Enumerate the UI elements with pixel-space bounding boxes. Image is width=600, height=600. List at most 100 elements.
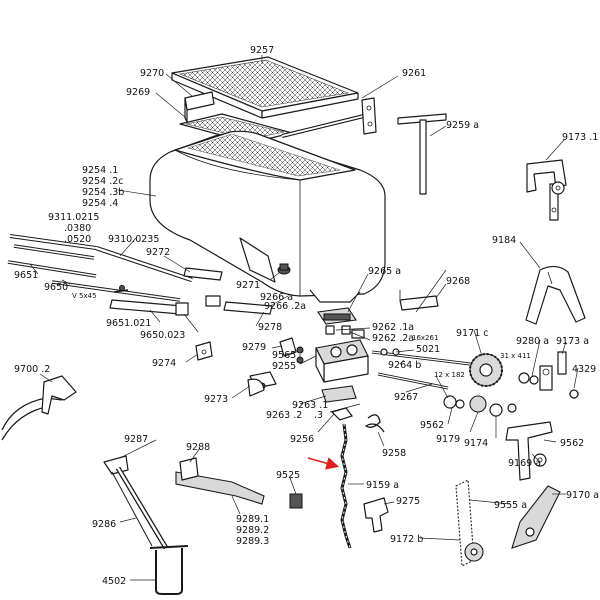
label-9254-4: 9254 .4	[82, 198, 118, 209]
handle-9288	[175, 457, 265, 505]
hook-bracket-9173-1	[526, 159, 567, 221]
bracket-9279	[279, 337, 304, 364]
label-9266-2a: 9266 .2a	[264, 301, 306, 312]
label-9289-3: 9289.3	[236, 536, 269, 547]
chain-9555a	[455, 479, 484, 567]
label-9263-3: .3	[314, 410, 323, 421]
u-bolt-4502	[149, 545, 189, 595]
label-9170a: 9170 a	[566, 490, 599, 501]
arm-9170a	[511, 485, 561, 549]
block-9265a	[317, 307, 357, 325]
label-9562-b: 9562	[560, 438, 584, 449]
label-9271: 9271	[236, 280, 260, 291]
leader-lines	[29, 55, 579, 581]
label-9286: 9286	[92, 519, 116, 530]
rod-9267	[377, 372, 449, 390]
frame-9700-2	[1, 375, 77, 441]
part-labels: 9257 9270 9261 9269 9259 a 9173 .1 9254 …	[14, 45, 600, 587]
label-9268: 9268	[446, 276, 470, 287]
deflector-9184	[525, 265, 586, 325]
shaft-9311	[9, 234, 97, 250]
bracket-9274	[195, 341, 213, 361]
label-9311-0215: 9311.0215	[48, 212, 99, 223]
label-9280a: 9280 a	[516, 336, 549, 347]
knob-9271	[277, 263, 291, 275]
label-9289-2: 9289.2	[236, 525, 269, 536]
label-9264b: 9264 b	[388, 360, 421, 371]
label-16x261: 16x261	[412, 334, 438, 342]
pin-4329a	[569, 389, 579, 399]
label-9171c: 9171 c	[456, 328, 488, 339]
washer-9173a	[557, 351, 567, 375]
label-9279: 9279	[242, 342, 266, 353]
bracket-9273	[247, 378, 265, 397]
label-0520: .0520	[64, 234, 91, 245]
label-9254-2c: 9254 .2c	[82, 176, 123, 187]
label-9261: 9261	[402, 68, 426, 79]
label-9184: 9184	[492, 235, 516, 246]
label-9278: 9278	[258, 322, 282, 333]
label-31x411: 31 x 411	[500, 352, 531, 360]
bar-9651-021	[109, 299, 189, 316]
label-9174: 9174	[464, 438, 488, 449]
label-9272: 9272	[146, 247, 170, 258]
housing-9255	[315, 339, 369, 383]
label-9275: 9275	[396, 496, 420, 507]
label-9269: 9269	[126, 87, 150, 98]
label-v5x45: V 5x45	[72, 292, 97, 300]
label-9262-2a: 9262 .2a	[372, 333, 414, 344]
gears-9179-9174	[443, 395, 517, 417]
label-9287: 9287	[124, 434, 148, 445]
label-9267: 9267	[394, 392, 418, 403]
label-9173-1: 9173 .1	[562, 132, 598, 143]
spring-clip-9256	[329, 403, 361, 421]
label-9525: 9525	[276, 470, 300, 481]
spring-9159a	[340, 423, 352, 549]
label-9263-1: 9263 .1	[292, 400, 328, 411]
label-12x182: 12 x 182	[434, 371, 465, 379]
label-9169a: 9169 a	[508, 458, 541, 469]
label-9254-3b: 9254 .3b	[82, 187, 124, 198]
label-9270: 9270	[140, 68, 164, 79]
label-9562-a: 9562	[420, 420, 444, 431]
sprocket-9171c	[469, 353, 503, 387]
label-5021: 5021	[416, 344, 440, 355]
label-9650: 9650	[44, 282, 68, 293]
label-9262-1a: 9262 .1a	[372, 322, 414, 333]
label-9565: 9565	[272, 350, 296, 361]
label-9257: 9257	[250, 45, 274, 56]
bracket-rod-9261	[281, 97, 377, 138]
label-9179: 9179	[436, 434, 460, 445]
block-9266a	[205, 295, 273, 315]
label-9555a: 9555 a	[494, 500, 527, 511]
label-4502: 4502	[102, 576, 126, 587]
red-pointer-arrow	[307, 457, 340, 470]
label-9259a: 9259 a	[446, 120, 479, 131]
label-9289-1: 9289.1	[236, 514, 269, 525]
spring-clip-9258	[364, 414, 385, 433]
label-9254-1: 9254 .1	[82, 165, 118, 176]
shaft-9651-9650	[7, 260, 181, 302]
label-9258: 9258	[382, 448, 406, 459]
label-9273: 9273	[204, 394, 228, 405]
label-9651-021: 9651.021	[106, 318, 151, 329]
support-rod-9259a	[397, 113, 447, 195]
label-9265a: 9265 a	[368, 266, 401, 277]
hopper-cover-9257	[171, 56, 359, 119]
bushings-9280a	[518, 365, 553, 391]
label-9650-023: 9650.023	[140, 330, 185, 341]
label-9288: 9288	[186, 442, 210, 453]
label-9263-2: 9263 .2	[266, 410, 302, 421]
bracket-9169a	[505, 421, 553, 481]
label-9172b: 9172 b	[390, 534, 423, 545]
pad-9525	[289, 493, 303, 509]
fitting-9275	[363, 497, 389, 533]
label-9266a: 9266 a	[260, 292, 293, 303]
label-4329a: 4329 a	[572, 364, 600, 375]
label-9255: 9255	[272, 361, 296, 372]
label-9256: 9256	[290, 434, 314, 445]
label-9700-2: 9700 .2	[14, 364, 50, 375]
bar-9272	[183, 267, 223, 281]
label-9159a: 9159 a	[366, 480, 399, 491]
